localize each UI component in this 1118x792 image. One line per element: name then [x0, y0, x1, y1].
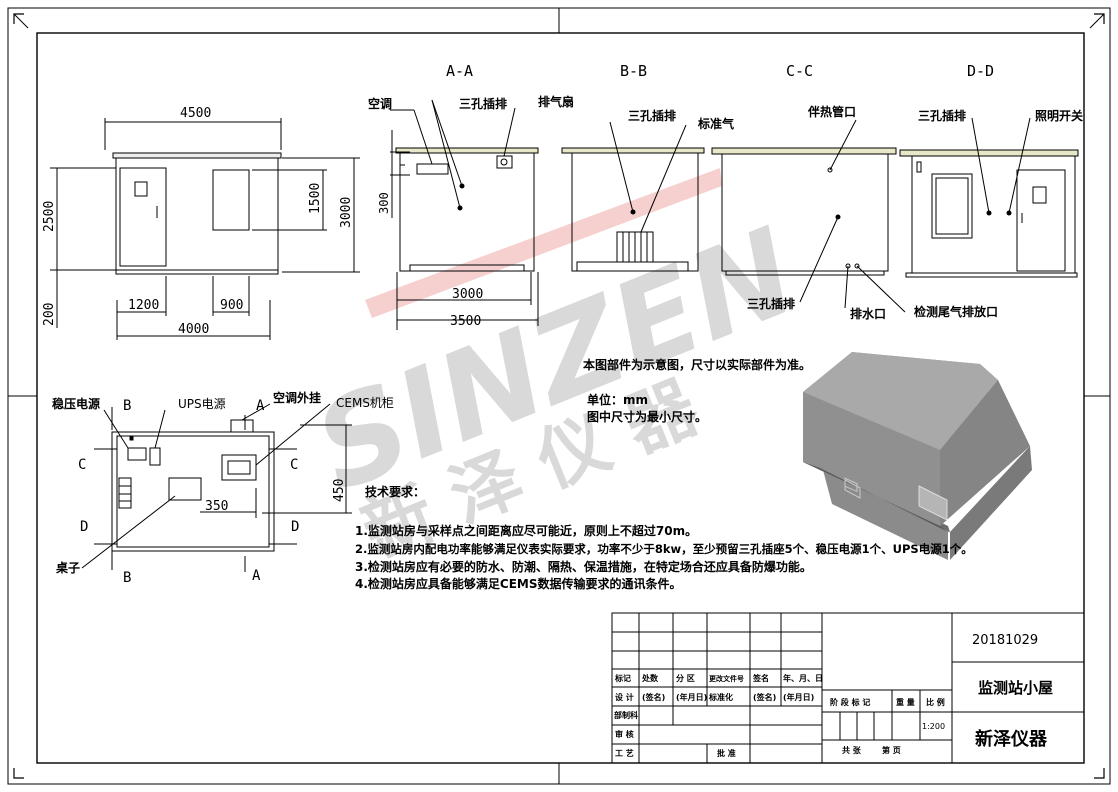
ac-unit	[416, 163, 449, 175]
tech-item-1: 1.监测站房与采样点之间距离应尽可能近，原则上不超过70m。	[355, 523, 697, 538]
plan-ups	[149, 447, 161, 466]
mark-b-top: B	[123, 398, 131, 414]
dd-door	[1016, 169, 1066, 272]
label-exhaust: 检测尾气排放口	[914, 304, 998, 319]
label-cc-socket: 三孔插排	[747, 296, 795, 311]
drawing-text: 部制科	[614, 710, 638, 720]
mark-c-left: C	[78, 457, 86, 473]
house-3d	[803, 352, 1032, 560]
drawing-text: 处数	[641, 673, 659, 683]
tech-item-4: 4.检测站房应具备能够满足CEMS数据传输要求的通讯条件。	[355, 576, 682, 591]
inner-border	[36, 32, 1085, 764]
section-bb-title: B-B	[620, 62, 647, 80]
mark-d-left: D	[80, 519, 88, 535]
label-ac-out: 空调外挂	[273, 390, 321, 405]
label-desk: 桌子	[55, 560, 80, 575]
dim-3000-aa: 3000	[452, 287, 483, 302]
dim-1200: 1200	[128, 298, 159, 313]
tb-name: 监测站小屋	[978, 679, 1053, 697]
plan-view	[81, 403, 352, 572]
label-gas: 标准气	[697, 116, 734, 131]
drawing-text: 工 艺	[615, 748, 634, 758]
dim-300: 300	[377, 192, 391, 214]
section-aa	[390, 99, 539, 330]
label-ups: UPS电源	[178, 397, 226, 411]
drawing-text: 设 计	[615, 692, 634, 702]
label-light: 照明开关	[1035, 108, 1083, 123]
drawing-text: 分 区	[676, 673, 695, 683]
front-window	[212, 169, 250, 231]
tech-item-3: 3.检测站房应有必要的防水、防潮、隔热、保温措施，在特定场合还应具备防爆功能。	[355, 559, 812, 574]
fan-box	[496, 155, 513, 169]
drawing-text: (年月日)	[676, 692, 707, 702]
drawing-text: 批 准	[717, 748, 736, 758]
drawing-text: 标记	[614, 673, 631, 683]
section-cc-title: C-C	[786, 62, 813, 80]
mark-a-top: A	[256, 398, 265, 414]
drawing-text: 签名	[752, 673, 769, 683]
dim-3500: 3500	[450, 314, 481, 329]
drawing-text: 阶 段 标 记	[830, 697, 870, 707]
mark-c-right: C	[290, 457, 298, 473]
note-disclaimer: 本图部件为示意图，尺寸以实际部件为准。	[583, 357, 811, 372]
tech-title: 技术要求：	[365, 484, 425, 499]
dim-4500: 4500	[180, 106, 211, 121]
section-dd-title: D-D	[967, 62, 994, 80]
dim-1500: 1500	[308, 183, 323, 214]
drawing-text: 共 张	[842, 745, 862, 755]
front-elevation	[50, 118, 360, 340]
tb-date: 20181029	[972, 633, 1038, 648]
mark-d-right: D	[291, 519, 299, 535]
dim-3000-front: 3000	[339, 197, 354, 228]
section-aa-title: A-A	[446, 62, 473, 80]
plan-desk	[168, 477, 202, 501]
drawing-text: 更改文件号	[709, 674, 744, 683]
drawing-text: 标准化	[708, 692, 733, 702]
title-block	[611, 612, 1085, 764]
tb-scale: 1:200	[922, 722, 945, 731]
dim-900: 900	[220, 298, 243, 313]
tb-company: 新泽仪器	[975, 728, 1048, 750]
drawing-text: (签名)	[642, 692, 665, 702]
plan-ac-out	[230, 419, 254, 433]
dim-2500: 2500	[42, 201, 57, 232]
dd-window	[931, 173, 973, 239]
section-dd	[899, 117, 1079, 278]
drawing-text: 年、月、日	[783, 673, 823, 683]
dim-350: 350	[205, 499, 228, 514]
front-door	[119, 167, 167, 267]
mark-a-bottom: A	[252, 568, 261, 584]
mark-b-bottom: B	[123, 570, 131, 586]
plan-regulator	[127, 447, 147, 461]
tech-item-2: 2.监测站房内配电功率能够满足仪表实际要求，功率不少于8kw，至少预留三孔插座5…	[355, 542, 973, 556]
section-cc	[711, 119, 906, 313]
note-unit: 单位：mm	[587, 392, 648, 407]
label-regulator: 稳压电源	[52, 396, 100, 411]
drawing-text: (年月日)	[783, 692, 814, 702]
label-bb-socket: 三孔插排	[628, 108, 676, 123]
section-bb	[561, 121, 705, 272]
label-dd-socket: 三孔插排	[918, 108, 966, 123]
label-heat-pipe: 伴热管口	[807, 104, 856, 119]
label-aa-socket: 三孔插排	[459, 96, 507, 111]
dim-4000: 4000	[178, 322, 209, 337]
label-drain: 排水口	[850, 306, 886, 321]
drawing-text: 比 例	[926, 697, 945, 707]
dim-450: 450	[332, 479, 347, 502]
dim-200: 200	[42, 303, 57, 326]
drawing-text: (签名)	[753, 692, 776, 702]
plan-cems	[221, 454, 257, 481]
label-ac: 空调	[368, 96, 392, 111]
label-cems: CEMS机柜	[336, 396, 394, 410]
label-fan: 排气扇	[538, 94, 574, 109]
drawing-text: 第 页	[882, 745, 901, 755]
drawing-text: 重 量	[896, 697, 915, 707]
note-min: 图中尺寸为最小尺寸。	[587, 409, 707, 424]
drawing-text: 审 核	[615, 729, 634, 739]
